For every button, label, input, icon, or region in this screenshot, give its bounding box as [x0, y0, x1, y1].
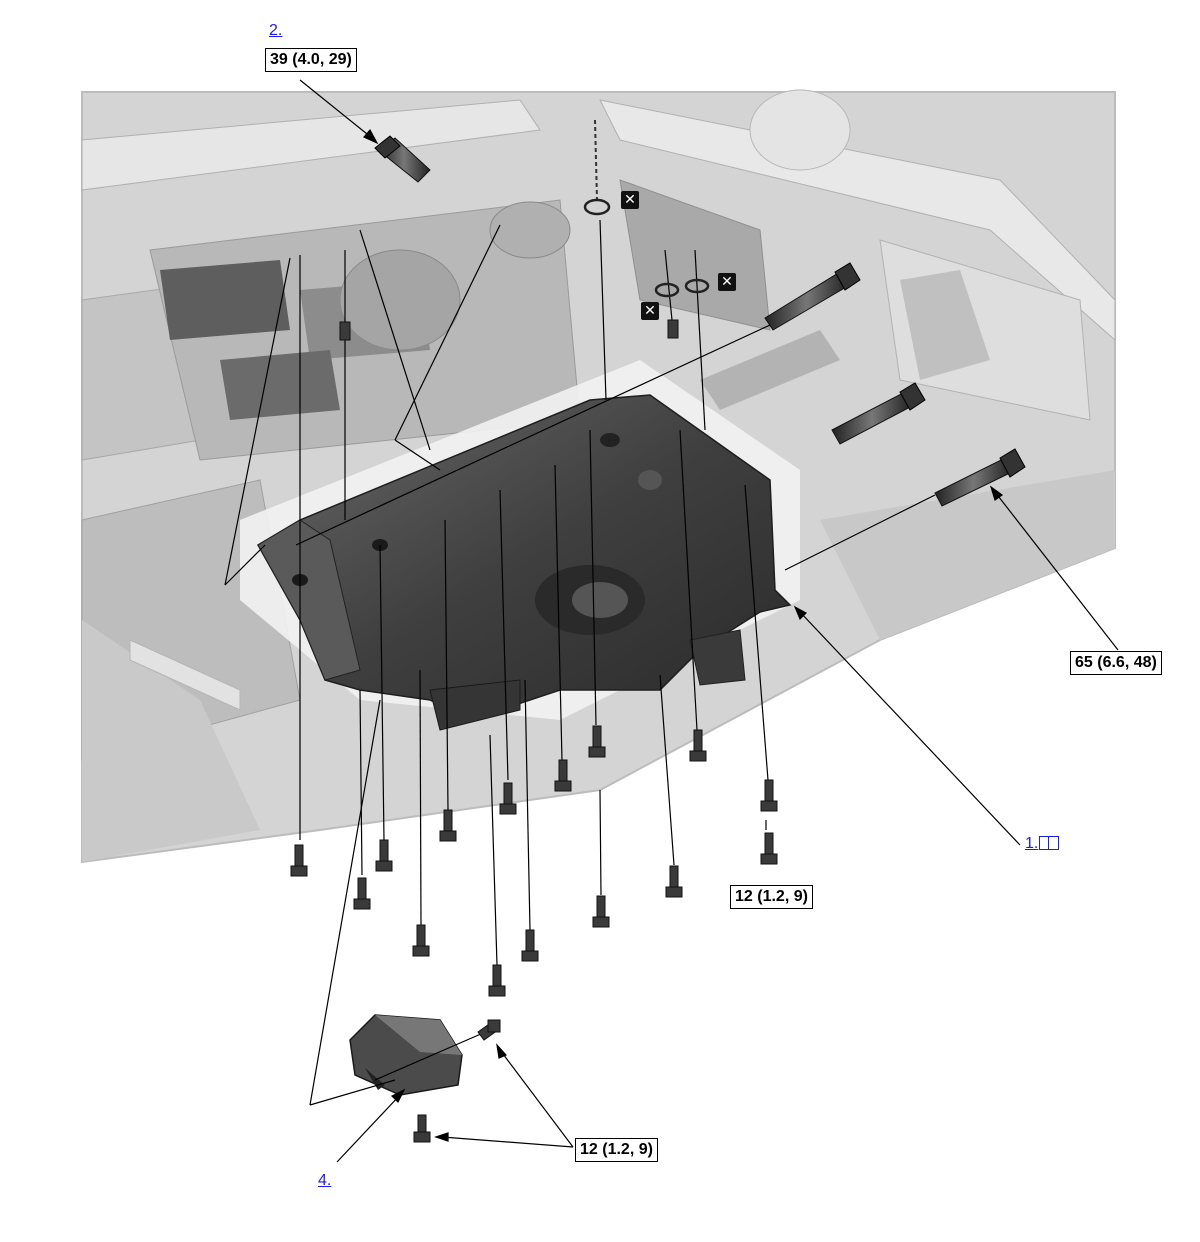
pan-bolt: [488, 964, 506, 997]
replace-mark-icon: ✕: [718, 273, 736, 291]
leader-lines: [224, 79, 1119, 1163]
torque-label-pan-bolts: 12 (1.2, 9): [730, 885, 813, 909]
pan-bolt: [353, 877, 371, 910]
cover-bolt: [413, 1114, 431, 1143]
pan-bolt: [554, 759, 572, 792]
pan-bolt: [439, 809, 457, 842]
oil-pan: [256, 394, 792, 731]
book-info-icon[interactable]: [1039, 836, 1060, 850]
pan-bolt: [665, 865, 683, 898]
torque-label-large-bolts: 65 (6.6, 48): [1070, 651, 1162, 675]
callout-1-link[interactable]: 1.: [1025, 835, 1060, 853]
large-bolt-middle: [831, 382, 926, 445]
pan-bolt: [592, 895, 610, 928]
pan-bolt: [375, 839, 393, 872]
large-bolt-upper: [764, 262, 861, 331]
replace-mark-icon: ✕: [641, 302, 659, 320]
pan-bolt: [689, 729, 707, 762]
replace-mark-icon: ✕: [621, 191, 639, 209]
large-bolt-lower: [934, 448, 1026, 507]
dowel: [339, 321, 351, 341]
pan-bolt: [412, 924, 430, 957]
cover-part: [349, 1014, 463, 1096]
pan-bolt: [588, 725, 606, 758]
pan-bolt: [290, 844, 308, 877]
callout-2-link[interactable]: 2.: [269, 22, 283, 39]
torque-label-cover-bolts: 12 (1.2, 9): [575, 1138, 658, 1162]
large-bolts: [374, 135, 1026, 507]
cover-bolt: [477, 1019, 501, 1041]
dowel: [667, 319, 679, 339]
dashed-guide: [594, 119, 598, 201]
torque-label-bolt-2: 39 (4.0, 29): [265, 48, 357, 72]
pan-bolt: [499, 782, 517, 815]
callout-4-link[interactable]: 4.: [318, 1172, 332, 1189]
callout-1-label: 1.: [1025, 835, 1039, 852]
pan-bolt: [760, 779, 778, 812]
o-rings: [583, 198, 710, 298]
pan-bolt: [521, 929, 539, 962]
bolt-2: [374, 135, 431, 183]
pan-bolts: [290, 319, 778, 1143]
pan-bolt: [760, 832, 778, 865]
